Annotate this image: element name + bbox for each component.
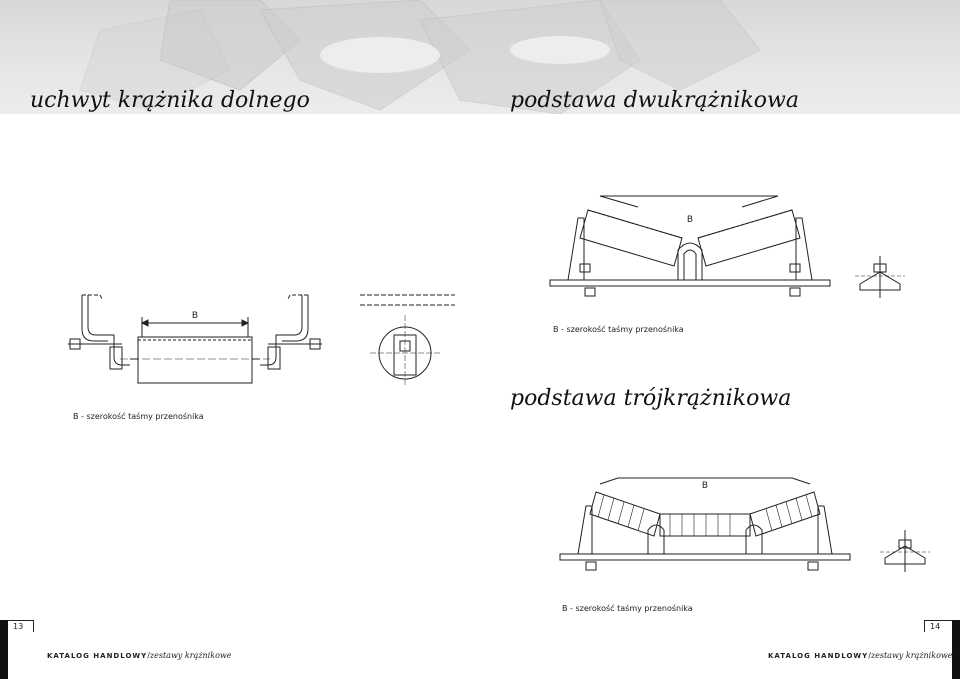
- right-corner-tick: [924, 620, 925, 632]
- title-two-roller-base: podstawa dwukrążnikowa: [510, 88, 799, 113]
- footer-left: KATALOG HANDLOWY/zestawy krążnikowe: [47, 651, 231, 660]
- footer-brand: KATALOG HANDLOWY: [47, 652, 148, 660]
- footer-separator: /: [147, 651, 150, 660]
- left-corner-tick: [33, 620, 34, 632]
- two-roller-base-drawing: B: [549, 195, 905, 298]
- dimension-b-label-three: B: [702, 481, 708, 491]
- page-number-right: 14: [930, 622, 941, 631]
- caption-lower-holder: B - szerokość taśmy przenośnika: [73, 412, 204, 421]
- right-corner-rule: [924, 620, 952, 621]
- footer-subtitle: zestawy krążnikowe: [149, 651, 232, 660]
- left-page-edge-bar: [0, 620, 8, 679]
- title-lower-roller-holder: uchwyt krążnika dolnego: [30, 88, 310, 113]
- footer-brand-right: KATALOG HANDLOWY: [768, 652, 869, 660]
- header-photo-band: [0, 0, 960, 114]
- caption-three-roller: B - szerokość taśmy przenośnika: [562, 604, 693, 613]
- page-number-left: 13: [13, 622, 24, 631]
- footer-right: KATALOG HANDLOWY/zestawy krążnikowe: [768, 651, 952, 660]
- caption-two-roller: B - szerokość taśmy przenośnika: [553, 325, 684, 334]
- dimension-b-label: B: [192, 311, 198, 321]
- footer-separator-right: /: [868, 651, 871, 660]
- footer-subtitle-right: zestawy krążnikowe: [870, 651, 953, 660]
- title-three-roller-base: podstawa trójkrążnikowa: [510, 386, 792, 411]
- machinery-photo-background: [79, 0, 761, 114]
- three-roller-base-drawing: B: [559, 477, 930, 572]
- lower-roller-holder-drawing: B: [68, 294, 455, 385]
- dimension-b-label-two: B: [687, 215, 693, 225]
- right-page-edge-bar: [952, 620, 960, 679]
- left-corner-rule: [8, 620, 34, 621]
